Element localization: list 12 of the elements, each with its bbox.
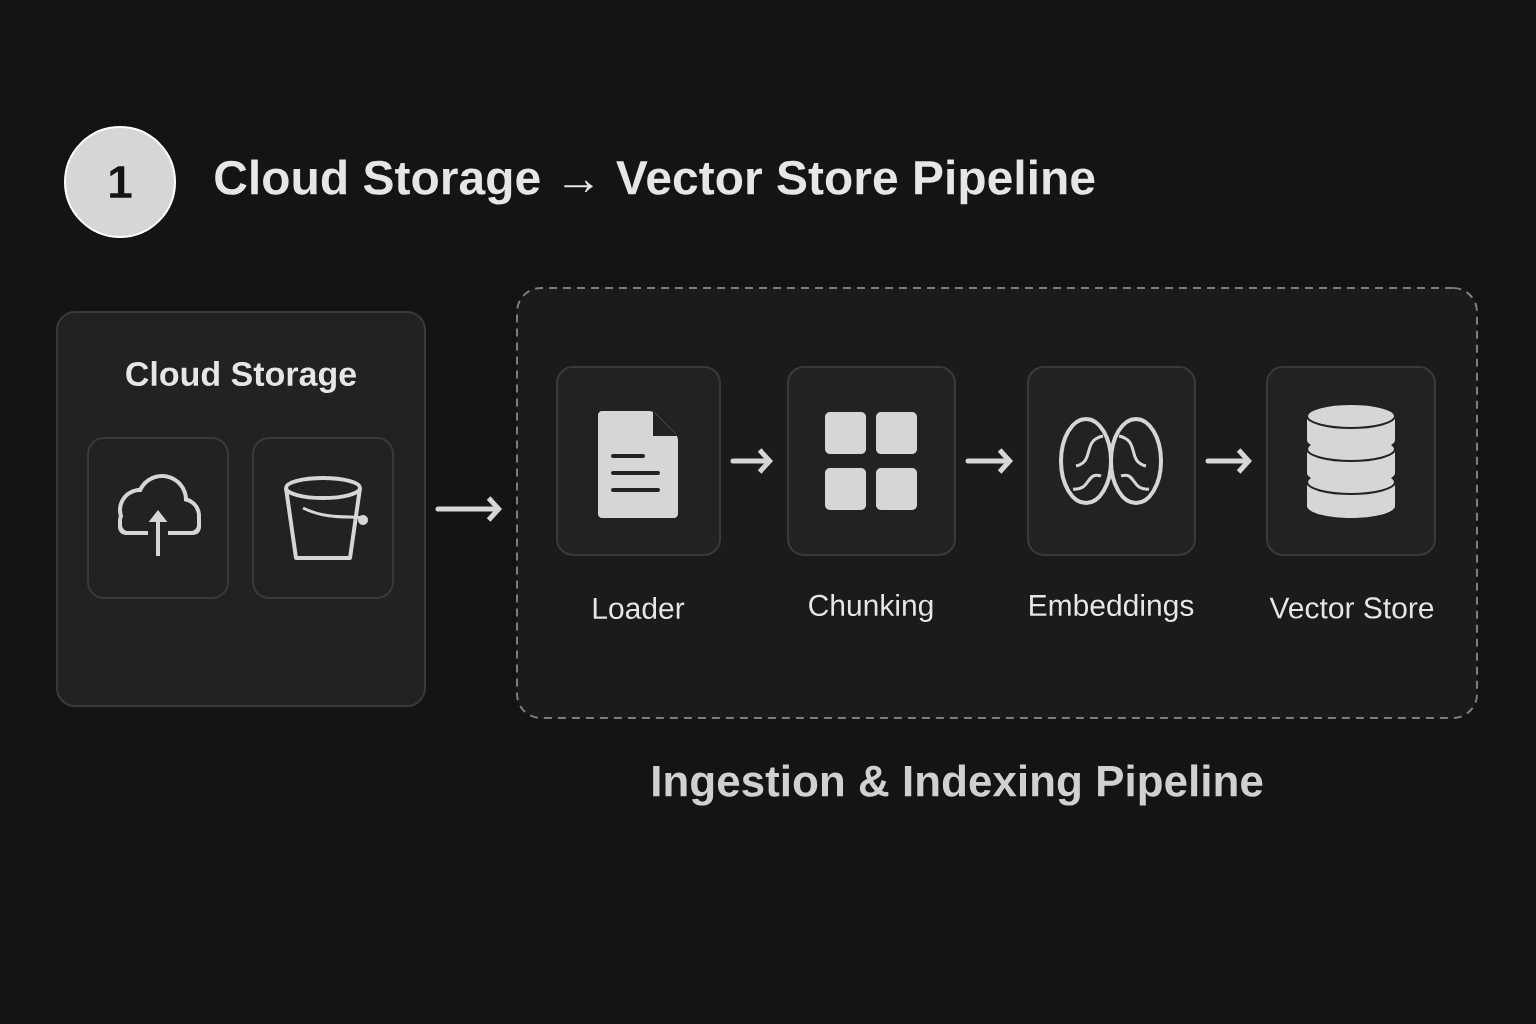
number-badge: 1 [64,126,176,238]
tile-label: Chunking [809,594,933,622]
tile-label: Loader [593,597,685,619]
tile-label: Vector Store [1269,597,1434,619]
title: Cloud Storage → Vector Store Pipeline [215,159,1095,205]
arrow [730,448,773,474]
group-caption: Ingestion & Indexing Pipeline [653,764,1263,806]
arrow [1205,448,1252,474]
tile-label: Embeddings [1030,594,1194,622]
arrow [435,496,502,522]
panel-heading: Cloud Storage [126,361,356,393]
arrow [965,448,1013,474]
